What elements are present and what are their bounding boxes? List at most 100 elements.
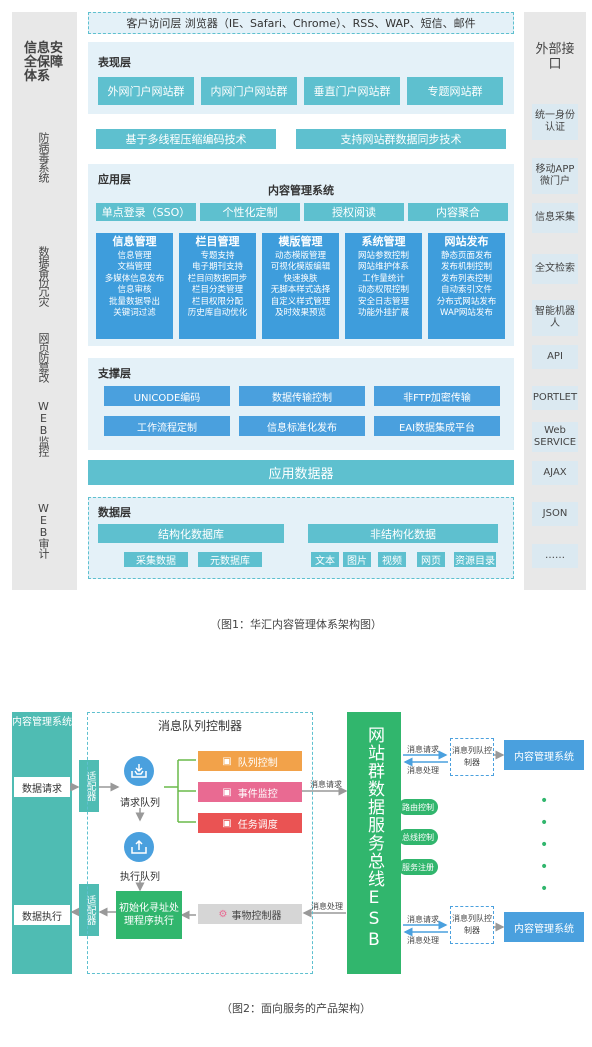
external-interface-item: JSON [532,502,578,526]
support-item: 非FTP加密传输 [374,386,500,406]
app-card-title: 网站发布 [444,235,489,248]
app-card-line: 关键词过滤 [113,308,156,318]
app-card: 模版管理动态模版管理可视化模版编辑快速换肤无脚本样式选择自定义样式管理及时效果预… [262,233,339,339]
tech-sync: 支持网站群数据同步技术 [296,129,506,149]
queue-item-label: 事件监控 [237,788,278,800]
queue-item: ▣事件监控 [198,782,302,802]
app-card-line: 自定义样式管理 [270,296,331,307]
bottom-msg-process: 消息处理 [407,936,439,945]
msg-request-label: 消息请求 [310,780,342,789]
app-card-line: 可视化模版编辑 [270,262,331,272]
exec-queue-label: 执行队列 [120,872,160,883]
app-card-line: 专题支持 [200,250,235,261]
security-item-web-audit: WEB审计 [37,502,50,558]
app-card-line: 网站维护体系 [357,262,409,272]
support-item: 数据传输控制 [239,386,365,406]
adapter-top: 适配器 [79,760,99,812]
app-card-line: 文档管理 [117,262,152,272]
app-card-line: 电子期刊支持 [191,262,243,272]
request-queue-label: 请求队列 [120,798,160,809]
app-card-line: 栏目间数据同步 [187,273,248,284]
app-card: 栏目管理专题支持电子期刊支持栏目间数据同步栏目分类管理栏目权限分配历史库自动优化 [179,233,256,339]
esb-label: 网站群数据服务总线ESB [364,726,384,951]
ellipsis-dots: ••••• [540,793,549,897]
unstructured-item: 资源目录 [454,552,496,567]
fig2-cms-left [12,712,72,974]
support-item: 信息标准化发布 [239,416,365,436]
event-controller-box: ⚙事物控制器 [198,904,302,924]
mq-ctrl-top: 消息列队控制器 [450,738,494,776]
app-card-line: 历史库自动优化 [187,308,248,318]
gear-icon: ⚙ [218,908,228,920]
app-card-line: 动态模版管理 [274,250,326,261]
external-interface-item: PORTLET [532,386,578,410]
external-title: 外部接口 [535,42,575,72]
external-interface-item: 全文检索 [532,254,578,284]
app-card-line: 发布机制控制 [440,262,492,272]
external-interface-item: 统一身份认证 [532,104,578,140]
app-card-title: 模版管理 [278,235,323,248]
bottom-msg-request: 消息请求 [407,915,439,924]
app-tag: 个性化定制 [200,203,300,221]
presentation-item: 外网门户网站群 [98,77,194,105]
app-card-line: 分布式网站发布 [436,296,497,307]
app-card: 系统管理网站参数控制网站维护体系工作量统计动态权限控制安全日志管理功能外挂扩展 [345,233,422,339]
structured-item: 元数据库 [198,552,262,567]
structured-db: 结构化数据库 [98,524,284,543]
window-icon: ▣ [222,755,232,767]
unstructured-data: 非结构化数据 [308,524,498,543]
data-execute-box: 数据执行 [14,905,70,925]
security-column [12,12,77,590]
mq-title: 消息队列控制器 [157,719,242,733]
presentation-item: 垂直门户网站群 [304,77,400,105]
cms-top: 内容管理系统 [504,740,584,770]
presentation-title: 表现层 [98,56,131,69]
app-card-line: 安全日志管理 [357,296,409,307]
esb-tag: 服务注册 [398,859,438,875]
queue-item-label: 队列控制 [237,757,278,769]
external-interface-item: Web SERVICE [532,422,578,452]
adapter-bottom: 适配器 [79,884,99,936]
app-card-line: 网站参数控制 [357,250,409,261]
esb-tag: 路由控制 [398,799,438,815]
security-item-tamper: 网页防篡改 [37,332,50,382]
queue-item: ▣任务调度 [198,813,302,833]
app-card-line: 静态页面发布 [440,250,492,261]
external-interface-item: API [532,345,578,369]
data-title: 数据层 [98,506,131,519]
external-interface-item: 智能机器人 [532,300,578,336]
queue-item-label: 任务调度 [237,819,278,831]
app-card-line: 信息审核 [117,285,152,295]
app-card-title: 信息管理 [112,235,157,248]
esb-bar [347,712,401,974]
app-card: 信息管理信息管理文档管理多媒体信息发布信息审核批量数据导出关键词过滤 [96,233,173,339]
app-card-line: 及时效果预览 [274,308,326,318]
app-card-title: 系统管理 [361,235,406,248]
app-card-line: 动态权限控制 [357,285,409,295]
app-card-line: 自动索引文件 [440,285,492,295]
tech-multithread: 基于多线程压缩编码技术 [96,129,276,149]
unstructured-item: 文本 [311,552,339,567]
fig2-caption: （图2：面向服务的产品架构） [221,1002,371,1015]
tray-icon [131,764,147,778]
security-item-antivirus: 防病毒系统 [37,132,50,182]
data-request-box: 数据请求 [14,777,70,797]
support-item: 工作流程定制 [104,416,230,436]
support-title: 支撑层 [98,367,131,380]
app-card-title: 栏目管理 [195,235,240,248]
upload-tray-icon [131,839,147,854]
msg-process-label: 消息处理 [311,902,343,911]
app-card-line: 多媒体信息发布 [104,273,165,284]
app-data-bar: 应用数据器 [88,460,514,485]
app-card-line: 发布列表控制 [440,273,492,284]
cms-subtitle: 内容管理系统 [268,184,334,197]
app-card-line: 快速换肤 [283,273,318,284]
security-title: 信息安全保障体系 [24,41,64,84]
presentation-item: 专题网站群 [407,77,503,105]
app-card-line: 批量数据导出 [108,296,160,307]
external-interface-item: 信息采集 [532,203,578,233]
app-card-line: 栏目权限分配 [191,296,243,307]
esb-tag: 总线控制 [398,829,438,845]
app-card-line: 栏目分类管理 [191,285,243,295]
